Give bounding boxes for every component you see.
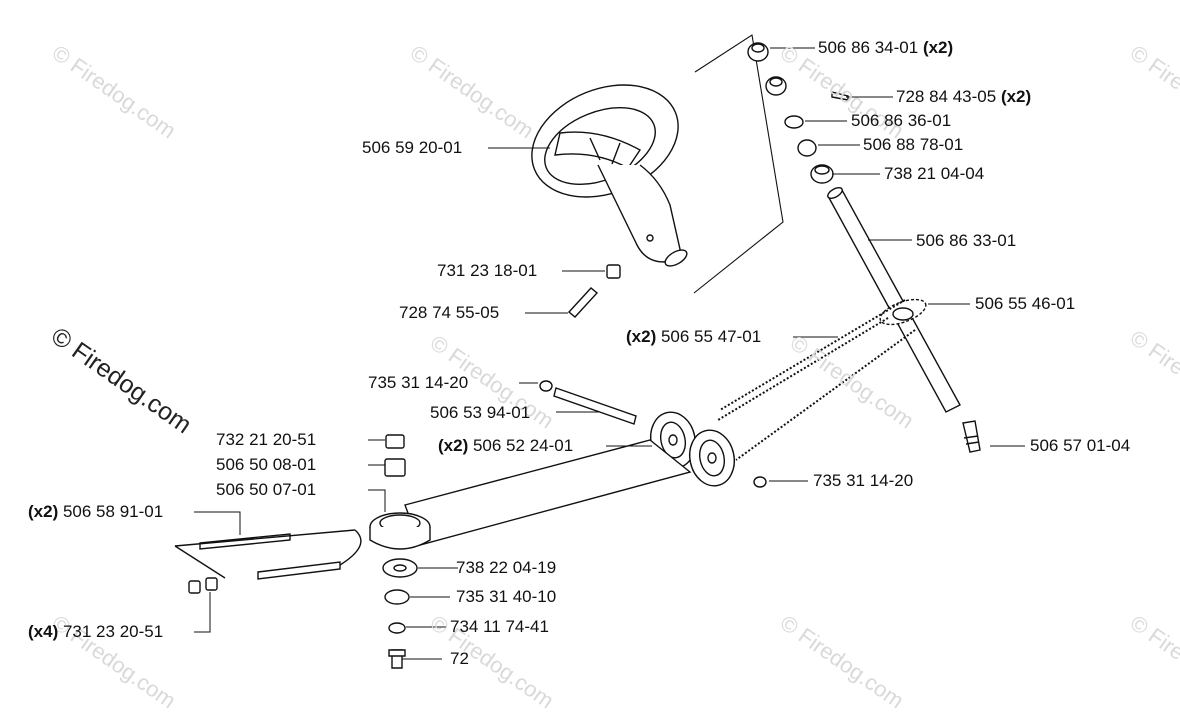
part-label: 728 74 55-05 — [399, 303, 500, 322]
exploded-view-frame — [693, 34, 784, 294]
part-label: 506 88 78-01 — [863, 135, 964, 154]
part-label: 731 23 18-01 — [437, 261, 538, 280]
part-label: 738 21 04-04 — [884, 164, 985, 183]
part-label: 506 53 94-01 — [430, 403, 531, 422]
part-label: (x2) 506 52 24-01 — [438, 436, 574, 455]
part-label: 72 — [450, 649, 469, 668]
part-label: 506 57 01-04 — [1030, 436, 1131, 455]
part-label: (x2) 506 55 47-01 — [626, 327, 762, 346]
leader-lines — [194, 47, 1025, 660]
part-label: 506 86 34-01 (x2) — [818, 38, 954, 57]
part-label: 732 21 20-51 — [216, 430, 317, 449]
part-label: 735 31 40-10 — [456, 587, 557, 606]
part-label: 735 31 14-20 — [813, 471, 914, 490]
steering-assembly-diagram — [174, 34, 1025, 669]
part-label: 506 86 33-01 — [916, 231, 1017, 250]
part-label: 738 22 04-19 — [456, 558, 557, 577]
part-label: 735 31 14-20 — [368, 373, 469, 392]
pulleys — [650, 411, 767, 488]
upper-bushings — [747, 42, 849, 184]
part-label: 506 59 20-01 — [362, 138, 463, 157]
part-label: 506 86 36-01 — [851, 111, 952, 130]
steering-wheel — [531, 84, 688, 267]
part-label: 506 50 07-01 — [216, 480, 317, 499]
tie-rods — [174, 529, 362, 594]
steering-chains — [717, 299, 916, 461]
part-label: 728 84 43-05 (x2) — [896, 87, 1032, 106]
part-label: 734 11 74-41 — [450, 617, 549, 636]
steering-sprocket — [879, 298, 927, 326]
steering-wheel-hardware — [567, 234, 654, 318]
part-label: 506 55 46-01 — [975, 294, 1076, 313]
center-hub — [369, 434, 431, 669]
steering-column — [827, 187, 981, 453]
pulley-shaft — [539, 380, 637, 425]
part-label: (x2) 506 58 91-01 — [28, 502, 164, 521]
part-label: 506 50 08-01 — [216, 455, 317, 474]
part-label: (x4) 731 23 20-51 — [28, 622, 164, 641]
